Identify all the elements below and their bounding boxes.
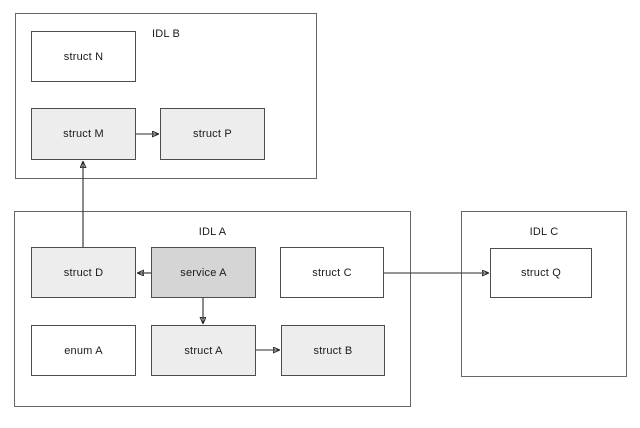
node-struct-m[interactable]: struct M [31, 108, 136, 160]
node-label-struct-a: struct A [184, 344, 223, 357]
node-struct-b[interactable]: struct B [281, 325, 385, 376]
node-label-struct-p: struct P [193, 128, 232, 140]
container-label-idl-b: IDL B [151, 28, 181, 40]
node-struct-a[interactable]: struct A [151, 325, 256, 376]
node-label-struct-n: struct N [63, 50, 104, 63]
container-label-idl-c: IDL C [529, 226, 559, 238]
node-enum-a[interactable]: enum A [31, 325, 136, 376]
node-service-a[interactable]: service A [151, 247, 256, 298]
node-struct-q[interactable]: struct Q [490, 248, 592, 298]
node-label-struct-d: struct D [63, 266, 104, 279]
node-struct-c[interactable]: struct C [280, 247, 384, 298]
node-struct-p[interactable]: struct P [160, 108, 265, 160]
container-idl-a[interactable]: IDL A [14, 211, 411, 407]
container-label-idl-a: IDL A [198, 226, 227, 238]
container-idl-c[interactable]: IDL C [461, 211, 627, 377]
node-struct-n[interactable]: struct N [31, 31, 136, 82]
node-label-service-a: service A [180, 266, 227, 279]
node-label-struct-c: struct C [312, 266, 352, 279]
node-label-struct-m: struct M [63, 128, 104, 140]
node-label-struct-q: struct Q [520, 267, 562, 279]
node-label-struct-b: struct B [313, 344, 353, 357]
node-label-enum-a: enum A [64, 344, 103, 357]
node-struct-d[interactable]: struct D [31, 247, 136, 298]
